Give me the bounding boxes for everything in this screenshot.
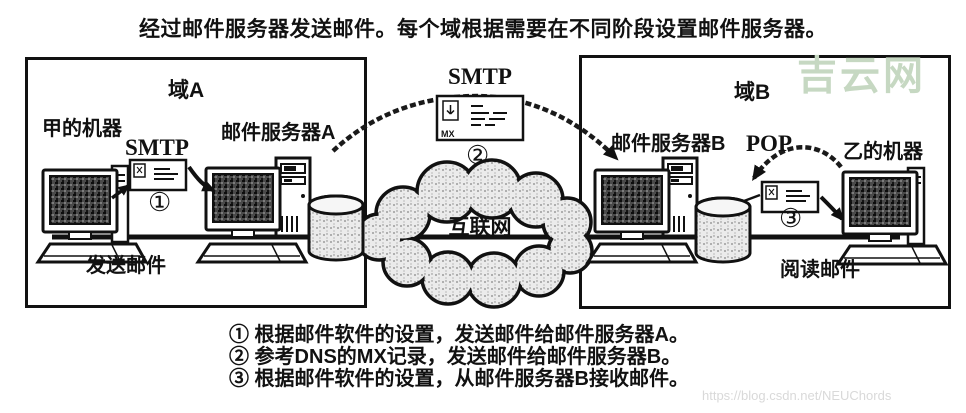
step-3-badge: ③: [779, 203, 803, 233]
internet-cloud-icon: [354, 158, 594, 309]
domain-a-label: 域A: [168, 79, 205, 102]
send-mail-label: 发送邮件: [86, 255, 166, 277]
note-line-1: ① 根据邮件软件的设置，发送邮件给邮件服务器A。: [229, 324, 689, 346]
mx-tag-label: MX: [441, 129, 455, 139]
read-mail-label: 阅读邮件: [780, 259, 860, 281]
envelope-a-icon: [128, 158, 188, 192]
mail-server-b-icon: [586, 156, 699, 264]
mail-server-b-label: 邮件服务器B: [611, 133, 726, 155]
step-1-badge: ①: [148, 187, 172, 217]
note-line-2: ② 参考DNS的MX记录，发送邮件给邮件服务器B。: [229, 346, 682, 368]
domain-b-label: 域B: [734, 81, 771, 104]
envelope-to-server-a-arrow: [187, 165, 216, 192]
sender-to-envelope-arrow: [110, 184, 131, 200]
mail-server-a-icon: [196, 156, 312, 264]
machine-a-label: 甲的机器: [42, 118, 122, 140]
domain-b-box: [579, 55, 951, 309]
smtp-label-internet: SMTP: [448, 64, 512, 89]
machine-b-label: 乙的机器: [843, 141, 923, 163]
pop-fetch-arrow: [752, 145, 843, 182]
envelope-internet-icon: MX: [435, 94, 525, 142]
note-line-3: ③ 根据邮件软件的设置，从邮件服务器B接收邮件。: [229, 368, 689, 390]
site-watermark: 吉云网: [797, 54, 926, 98]
pop-label: POP: [746, 131, 792, 156]
url-watermark: https://blog.csdn.net/NEUChords: [702, 388, 892, 403]
mailbox-database-a-icon: [307, 194, 365, 262]
internet-label: 互联网: [448, 216, 512, 239]
mailbox-database-b-icon: [694, 196, 752, 264]
mail-server-a-label: 邮件服务器A: [221, 122, 336, 144]
step-2-badge: ②: [466, 140, 490, 170]
notes-list: ① 根据邮件软件的设置，发送邮件给邮件服务器A。 ② 参考DNS的MX记录，发送…: [229, 324, 689, 390]
page-title: 经过邮件服务器发送邮件。每个域根据需要在不同阶段设置邮件服务器。: [139, 18, 827, 41]
reader-computer-icon: [836, 166, 948, 266]
envelope-to-reader-arrow: [819, 195, 845, 222]
smtp-label-a: SMTP: [125, 135, 189, 160]
domain-a-box: [25, 57, 367, 308]
database-to-envelope-link: [743, 193, 761, 203]
